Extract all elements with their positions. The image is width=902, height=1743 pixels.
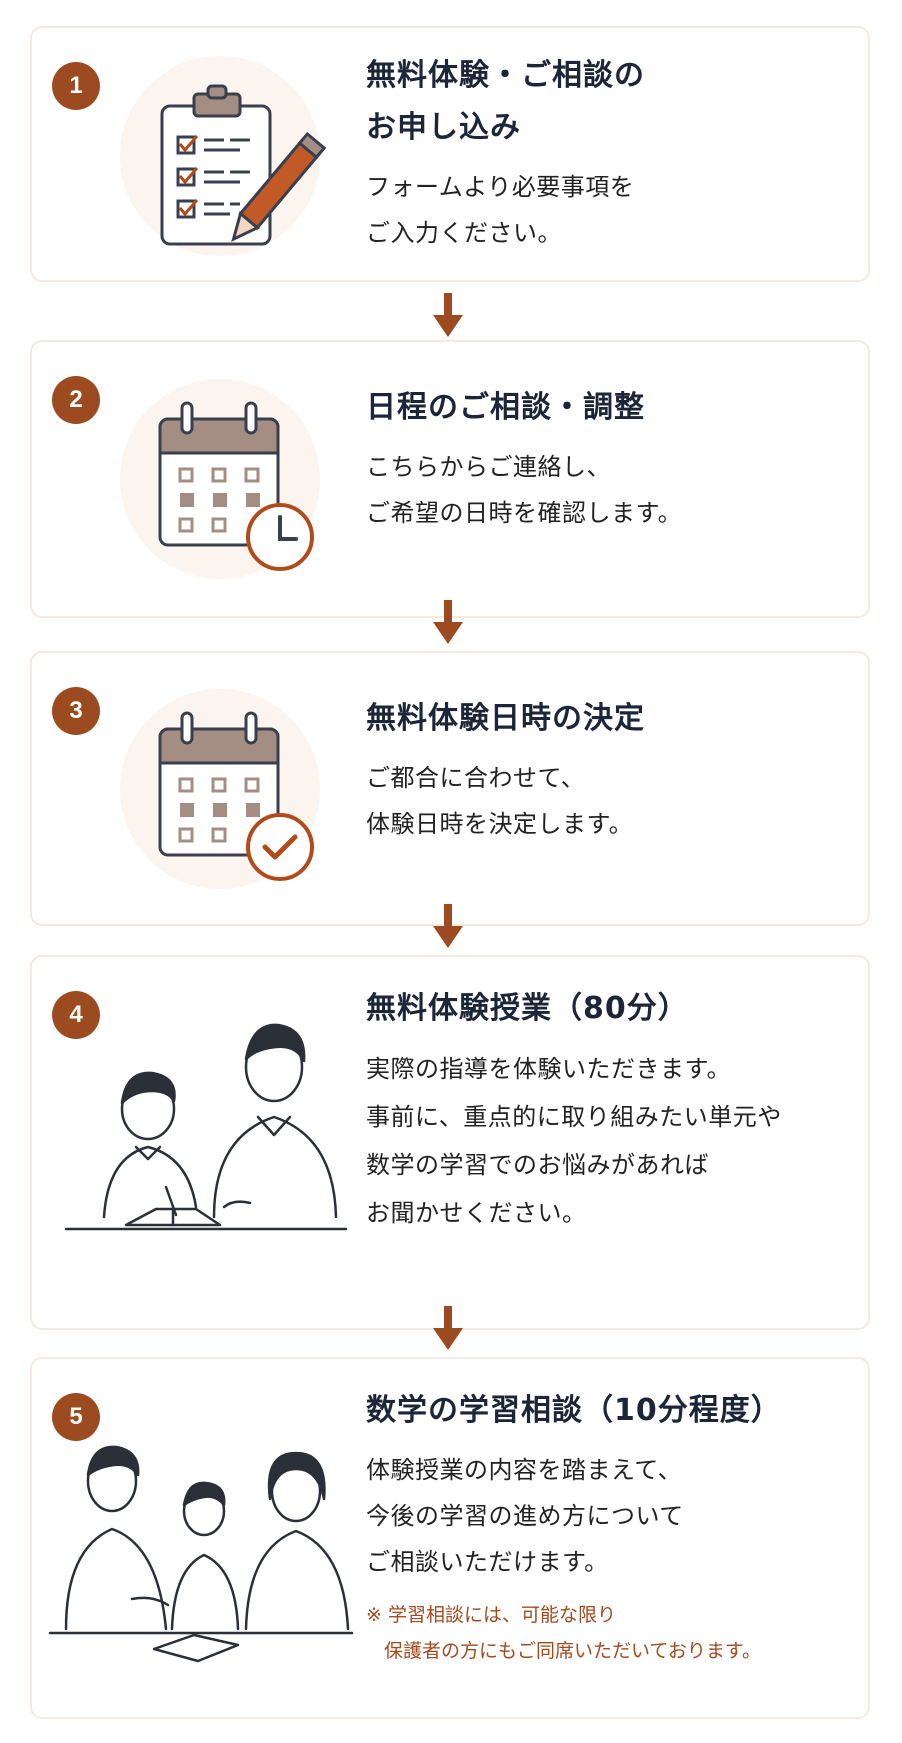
step-number-badge: 2 (52, 376, 100, 424)
step-number-badge: 4 (52, 991, 100, 1039)
step-card-2: 2 日程のご相談・調整 こちらからご連絡し、 ご希望の日時を確認します。 (30, 340, 870, 618)
arrow-down-icon (433, 1306, 463, 1350)
step-card-1: 1 無料体験・ご相談の (30, 26, 870, 282)
consultation-note: ※ 学習相談には、可能な限り 保護者の方にもご同席いただいております。 (366, 1604, 761, 1662)
step-description: 実際の指導を体験いただきます。 事前に、重点的に取り組みたい単元や 数学の学習で… (366, 1055, 782, 1227)
step-description: 体験授業の内容を踏まえて、 今後の学習の進め方について ご相談いただけます。 (366, 1456, 684, 1576)
step-description: ご都合に合わせて、 体験日時を決定します。 (366, 764, 634, 838)
tutor-student-illustration (56, 1007, 356, 1267)
step-card-4: 4 無料体験授業（80分） 実際の指導を体験いただきます。 事前に、重点 (30, 955, 870, 1330)
step-title: 数学の学習相談（10分程度） (366, 1393, 782, 1428)
arrow-down-icon (433, 293, 463, 337)
step-number-badge: 1 (52, 62, 100, 110)
step-number-badge: 3 (52, 687, 100, 735)
step-description: こちらからご連絡し、 ご希望の日時を確認します。 (366, 453, 683, 527)
step-card-3: 3 無料体験日時の決定 ご都合に合わせて、 体験日時を決定します。 (30, 651, 870, 926)
step-title: 日程のご相談・調整 (366, 390, 645, 425)
step-number-badge: 5 (52, 1393, 100, 1441)
step-title: 無料体験・ご相談の お申し込み (366, 58, 645, 145)
clipboard-checklist-icon (100, 28, 360, 280)
calendar-clock-icon (100, 342, 360, 616)
calendar-check-icon (100, 653, 360, 924)
step-card-5: 5 数学の学習相談（10分程度） 体験授業の内容を踏まえて、 今後の学習 (30, 1357, 870, 1719)
step-title: 無料体験日時の決定 (366, 701, 645, 736)
step-description: フォームより必要事項を ご入力ください。 (366, 173, 635, 247)
arrow-down-icon (433, 904, 463, 948)
arrow-down-icon (433, 600, 463, 644)
consultation-illustration (46, 1439, 356, 1679)
step-title: 無料体験授業（80分） (366, 991, 689, 1026)
